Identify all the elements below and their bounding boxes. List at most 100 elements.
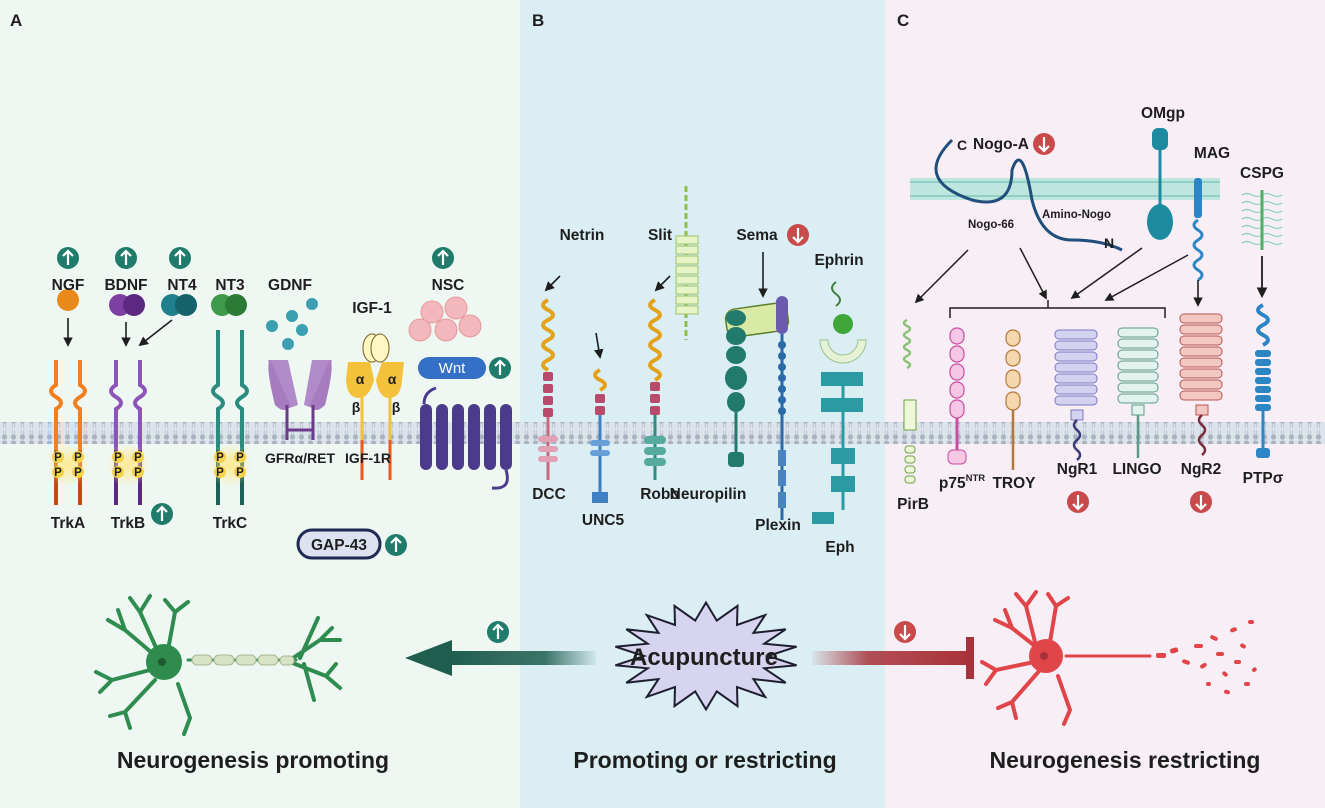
- up-badge: [385, 534, 407, 556]
- pirb-label: PirB: [897, 496, 929, 513]
- arrow-up-icon: [390, 536, 402, 552]
- axon-fragments: [1156, 620, 1257, 695]
- nogo-a-ligand: C N: [934, 137, 1123, 252]
- degenerating-neuron: [980, 590, 1152, 726]
- ngr1-receptor: [1054, 329, 1098, 461]
- nt3-label: NT3: [215, 277, 245, 294]
- arrow-up-icon: [492, 623, 504, 639]
- svg-text:P: P: [54, 452, 62, 464]
- ephrin-label: Ephrin: [814, 252, 863, 269]
- igf1r-receptor: α α β β: [346, 333, 404, 480]
- gap43-label: GAP-43: [311, 537, 367, 554]
- nsc-cells: [408, 296, 482, 342]
- down-badge: [1067, 491, 1089, 513]
- eph-label: Eph: [825, 539, 854, 556]
- trka-label: TrkA: [51, 515, 85, 532]
- trkb-receptor: P P P P: [106, 294, 197, 505]
- acupuncture-label: Acupuncture: [630, 644, 778, 671]
- troy-label: TROY: [992, 475, 1036, 492]
- arrow-down-icon: [792, 228, 804, 244]
- beta-label: β: [352, 399, 361, 415]
- p75-label: p75NTR: [939, 473, 985, 492]
- robo-receptor: [644, 298, 666, 480]
- caption-panel-a: Neurogenesis promoting: [117, 747, 389, 773]
- panel-letter-a: A: [10, 11, 22, 30]
- lingo-label: LINGO: [1112, 461, 1161, 478]
- arrow-up-icon: [62, 249, 74, 265]
- slit-ligand: [675, 186, 699, 340]
- receptor-bracket: [914, 247, 1189, 318]
- up-badge: [115, 247, 137, 269]
- dcc-label: DCC: [532, 486, 566, 503]
- ngr2-label: NgR2: [1181, 461, 1221, 478]
- mag-ligand: [1192, 178, 1204, 307]
- troy-receptor: [1005, 329, 1021, 470]
- arrow-up-icon: [174, 249, 186, 265]
- ptps-receptor: [1255, 303, 1271, 458]
- omgp-ligand: [1147, 128, 1173, 240]
- amino-nogo-label: Amino-Nogo: [1042, 209, 1111, 221]
- sema-label: Sema: [736, 227, 778, 244]
- cell-membrane: [0, 422, 1325, 444]
- ngf-label: NGF: [52, 277, 85, 294]
- alpha-label: α: [356, 371, 365, 387]
- gfra-ret-label: GFRα/RET: [265, 450, 335, 466]
- cspg-ligand: [1241, 190, 1283, 250]
- svg-text:P: P: [216, 452, 224, 464]
- up-badge: [489, 357, 511, 379]
- slit-label: Slit: [648, 227, 672, 244]
- p75-receptor: [947, 327, 967, 465]
- ngr1-label: NgR1: [1057, 461, 1098, 478]
- up-badge: [432, 247, 454, 269]
- arrow-down-icon: [1038, 137, 1050, 153]
- svg-text:P: P: [134, 452, 142, 464]
- up-badge: [487, 621, 509, 643]
- svg-text:P: P: [236, 452, 244, 464]
- arrow-up-icon: [494, 359, 506, 375]
- svg-text:P: P: [54, 467, 62, 479]
- panel-letter-b: B: [532, 11, 544, 30]
- svg-text:P: P: [114, 452, 122, 464]
- acupuncture-burst: Acupuncture: [615, 600, 797, 712]
- panel-letter-c: C: [897, 11, 909, 30]
- down-badge: [787, 224, 809, 246]
- nogo66-label: Nogo-66: [968, 219, 1014, 231]
- plexin-receptor: [776, 296, 788, 520]
- igf1-label: IGF-1: [352, 300, 392, 317]
- gap43-badge: GAP-43: [296, 528, 382, 560]
- omgp-label: OMgp: [1141, 105, 1185, 122]
- frizzled-receptor: [420, 386, 512, 490]
- healthy-neuron: [94, 594, 342, 736]
- alpha-label: α: [388, 371, 397, 387]
- n-terminus-label: N: [1104, 235, 1114, 251]
- lingo-receptor: [1117, 327, 1159, 458]
- panel-a-background: [0, 0, 520, 808]
- down-badge: [894, 621, 916, 643]
- svg-text:P: P: [74, 452, 82, 464]
- bdnf-label: BDNF: [104, 277, 147, 294]
- netrin-label: Netrin: [560, 227, 605, 244]
- neuropilin-label: Neuropilin: [670, 486, 747, 503]
- plexin-label: Plexin: [755, 517, 801, 534]
- svg-text:P: P: [236, 467, 244, 479]
- caption-panel-c: Neurogenesis restricting: [990, 747, 1261, 773]
- neuropilin-receptor: [724, 302, 790, 467]
- cspg-label: CSPG: [1240, 165, 1284, 182]
- gdnf-label: GDNF: [268, 277, 312, 294]
- caption-panel-b: Promoting or restricting: [573, 747, 836, 773]
- restrict-arrow: [812, 637, 974, 679]
- arrow-up-icon: [156, 505, 168, 521]
- mag-label: MAG: [1194, 145, 1230, 162]
- eph-receptor: [812, 281, 867, 524]
- myelin-membrane: [910, 178, 1220, 200]
- up-badge: [151, 503, 173, 525]
- down-badge: [1190, 491, 1212, 513]
- igf1r-label: IGF-1R: [345, 450, 391, 466]
- robo-label: Robo: [640, 486, 680, 503]
- wnt-ligand: Wnt: [418, 357, 486, 379]
- pirb-receptor: [902, 318, 917, 484]
- arrow-down-icon: [1195, 495, 1207, 511]
- nt4-label: NT4: [167, 277, 197, 294]
